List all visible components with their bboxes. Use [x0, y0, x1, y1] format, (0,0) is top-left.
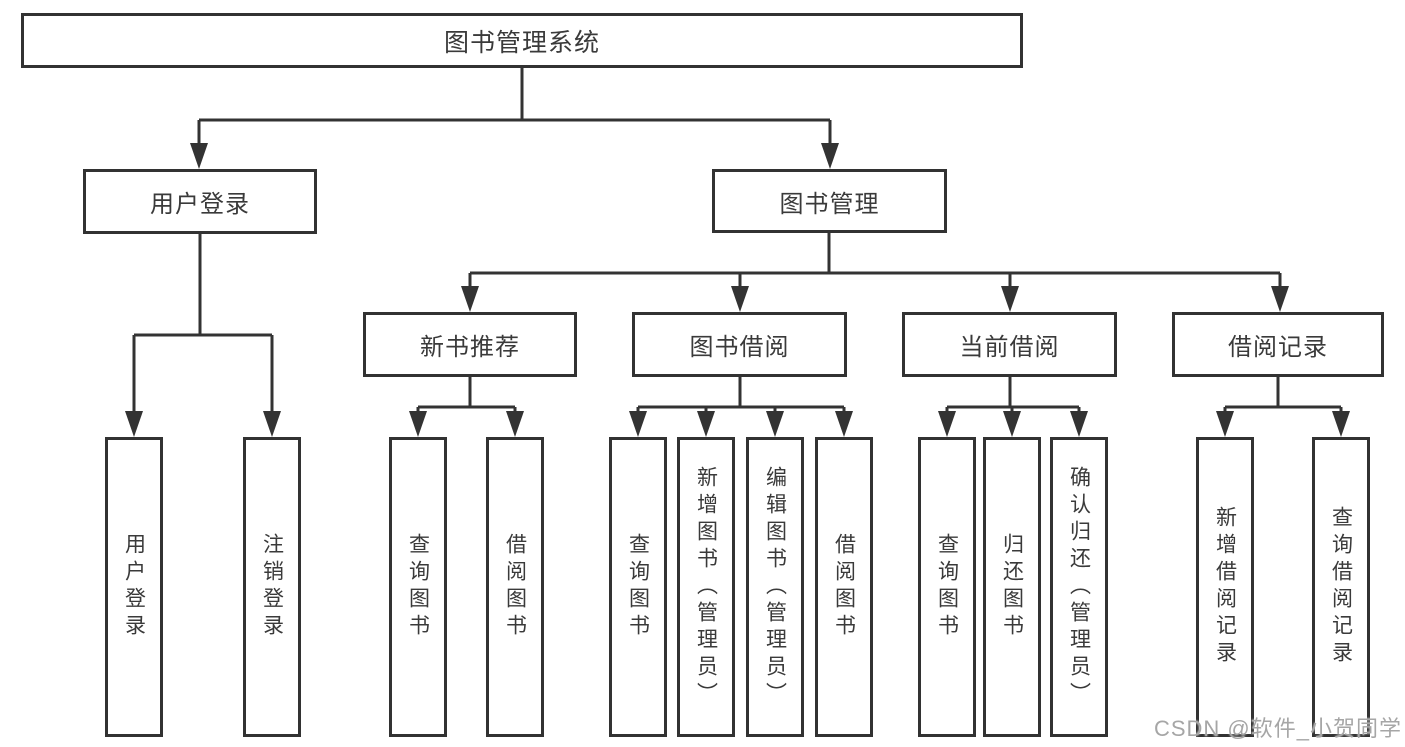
csdn-watermark: CSDN @软件_小贺同学 — [1153, 716, 1402, 741]
node-label: 归还图书 — [1000, 533, 1024, 641]
node-label: 借阅图书 — [503, 533, 527, 641]
node-label: 新增图书（管理员） — [694, 465, 718, 709]
node-label: 注销登录 — [260, 533, 284, 641]
node-return-books: 归还图书 — [983, 437, 1041, 737]
node-label: 图书管理 — [779, 190, 880, 218]
node-label: 查询图书 — [406, 533, 430, 641]
node-label: 查询图书 — [626, 533, 650, 641]
node-label: 用户登录 — [150, 191, 250, 218]
node-label: 图书管理系统 — [443, 28, 600, 57]
node-user-login-leaf: 用户登录 — [105, 437, 163, 737]
connector-new-book — [409, 377, 524, 437]
node-current-borrow: 当前借阅 — [902, 312, 1117, 377]
node-confirm-return-admin: 确认归还（管理员） — [1050, 437, 1108, 737]
node-add-books-admin: 新增图书（管理员） — [677, 437, 735, 737]
node-add-borrow-record: 新增借阅记录 — [1196, 437, 1254, 737]
node-borrow-books: 借阅图书 — [815, 437, 873, 737]
node-label: 当前借阅 — [959, 334, 1060, 361]
node-book-mgmt: 图书管理 — [712, 169, 947, 233]
node-root-system: 图书管理系统 — [21, 13, 1023, 68]
node-label: 新增借阅记录 — [1213, 506, 1237, 668]
node-label: 确认归还（管理员） — [1067, 465, 1091, 709]
node-label: 查询借阅记录 — [1329, 506, 1353, 668]
connector-book-mgmt — [461, 233, 1289, 312]
connector-borrow-record — [1216, 377, 1350, 437]
node-label: 编辑图书（管理员） — [763, 465, 787, 709]
node-label: 借阅图书 — [832, 533, 856, 641]
connector-book-borrow — [629, 377, 853, 437]
connector-current-borrow — [938, 377, 1088, 437]
node-new-book-recommend: 新书推荐 — [363, 312, 577, 377]
node-query-borrow-record: 查询借阅记录 — [1312, 437, 1370, 737]
connector-root — [190, 68, 839, 169]
connector-user-login — [125, 234, 281, 437]
node-logout: 注销登录 — [243, 437, 301, 737]
node-edit-books-admin: 编辑图书（管理员） — [746, 437, 804, 737]
node-label: 借阅记录 — [1228, 334, 1328, 361]
node-label: 新书推荐 — [420, 334, 520, 361]
node-borrow-record: 借阅记录 — [1172, 312, 1384, 377]
node-query-books-current: 查询图书 — [918, 437, 976, 737]
node-user-login: 用户登录 — [83, 169, 317, 234]
node-book-borrow: 图书借阅 — [632, 312, 847, 377]
node-label: 图书借阅 — [689, 334, 790, 361]
node-borrow-books-recommend: 借阅图书 — [486, 437, 544, 737]
node-label: 查询图书 — [935, 533, 959, 641]
node-label: 用户登录 — [122, 533, 146, 641]
node-query-books-borrow: 查询图书 — [609, 437, 667, 737]
node-query-books-recommend: 查询图书 — [389, 437, 447, 737]
